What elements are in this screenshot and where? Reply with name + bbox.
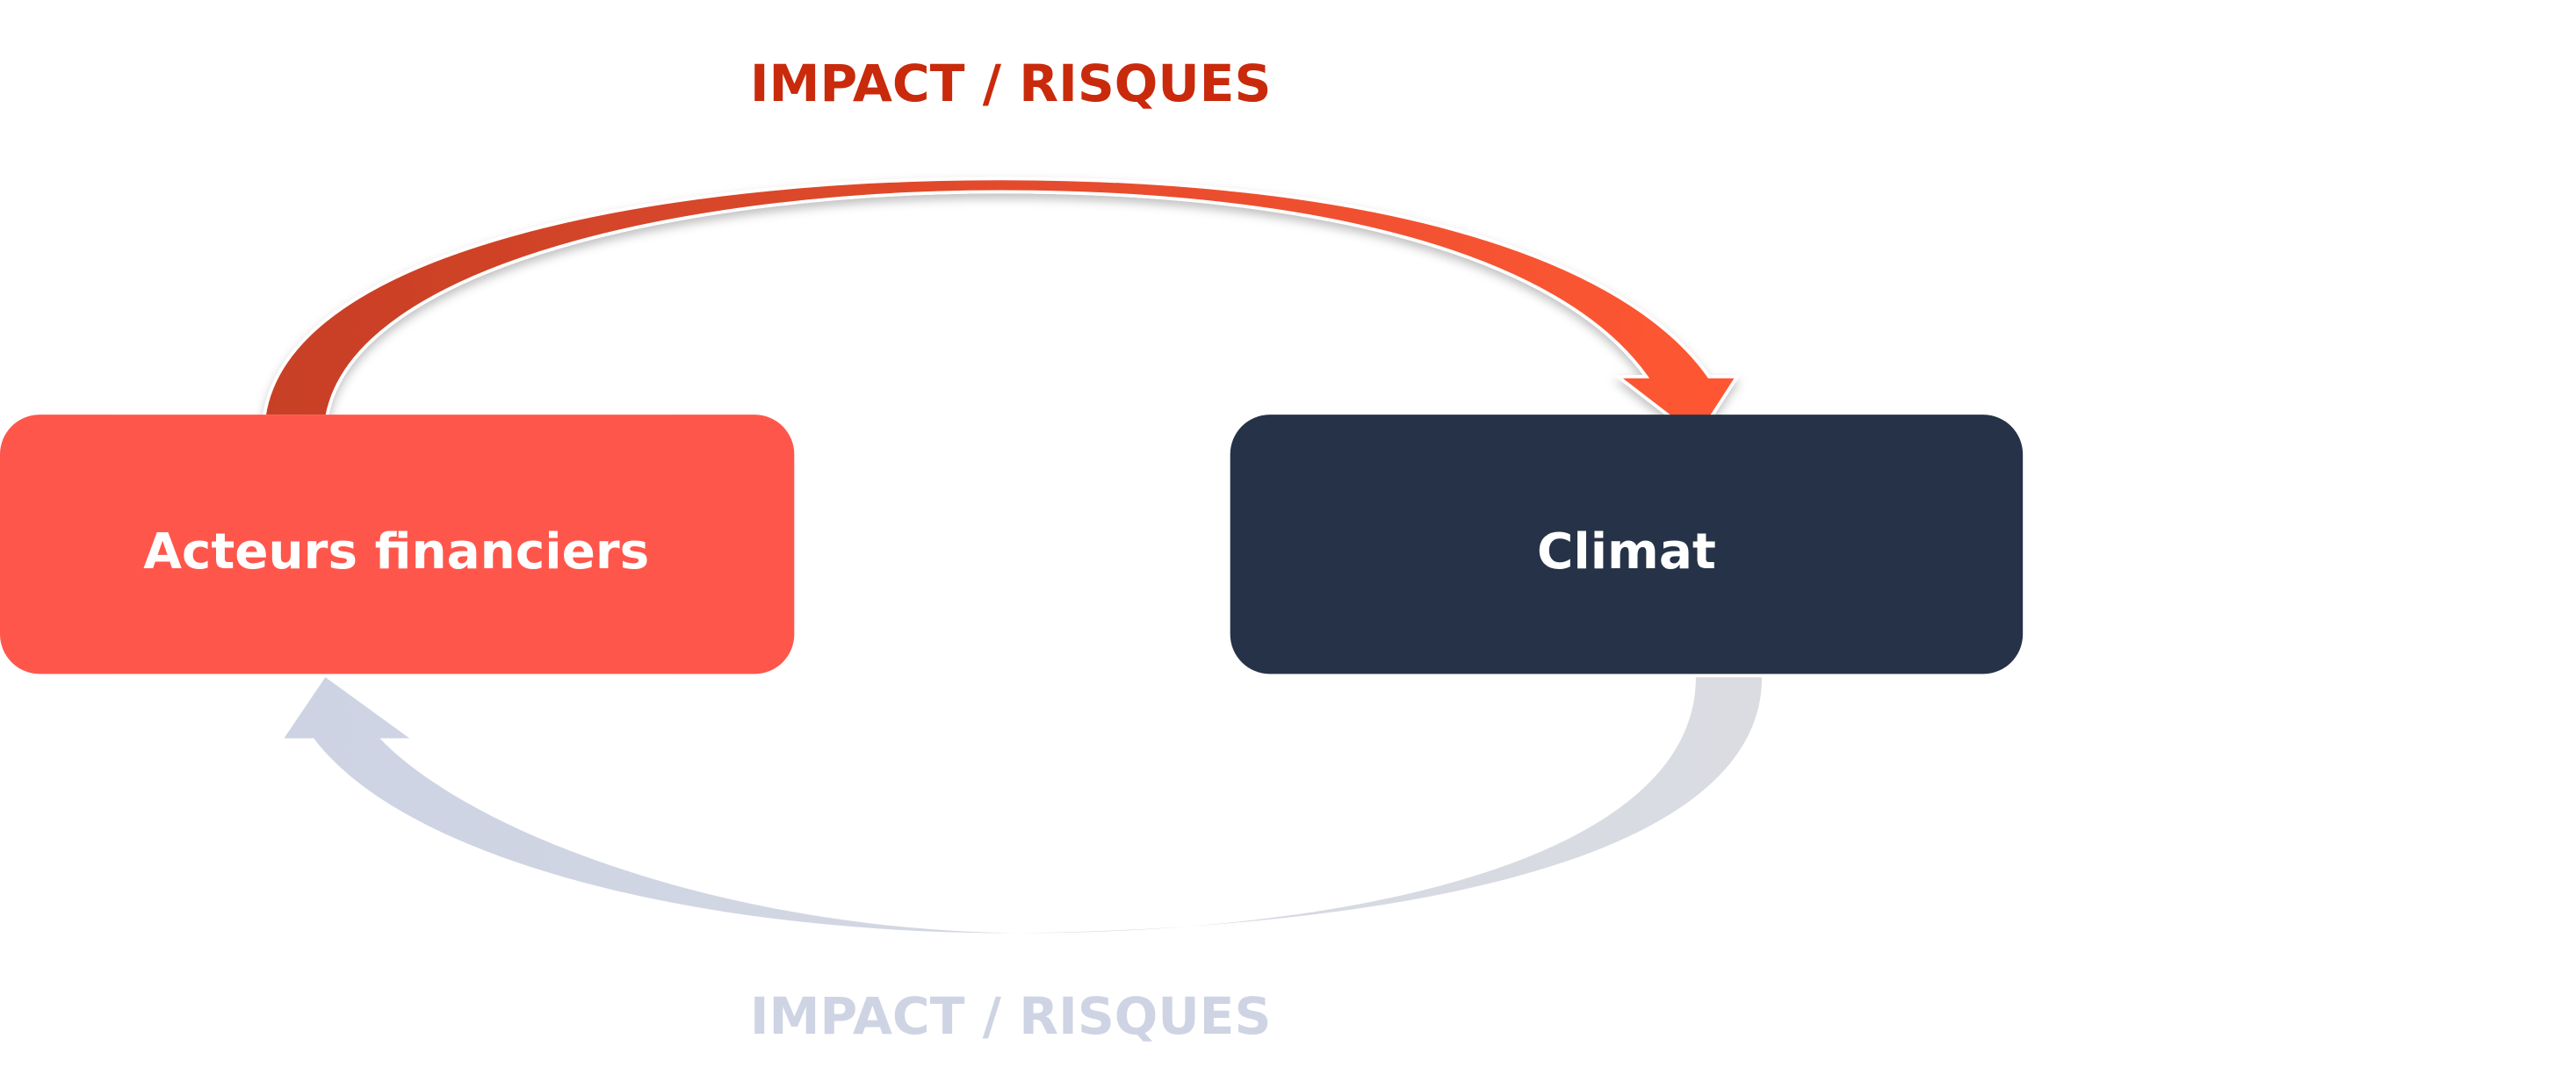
node-label-left: Acteurs financiers [143,523,649,581]
bottom-label: IMPACT / RISQUES [750,986,1272,1046]
top-arrow [262,177,1741,441]
top-label: IMPACT / RISQUES [750,54,1272,113]
node-climat: Climat [1230,415,2024,674]
node-acteurs-financiers: Acteurs financiers [0,415,795,674]
node-label-right: Climat [1537,523,1716,581]
bottom-arrow [284,677,1763,934]
